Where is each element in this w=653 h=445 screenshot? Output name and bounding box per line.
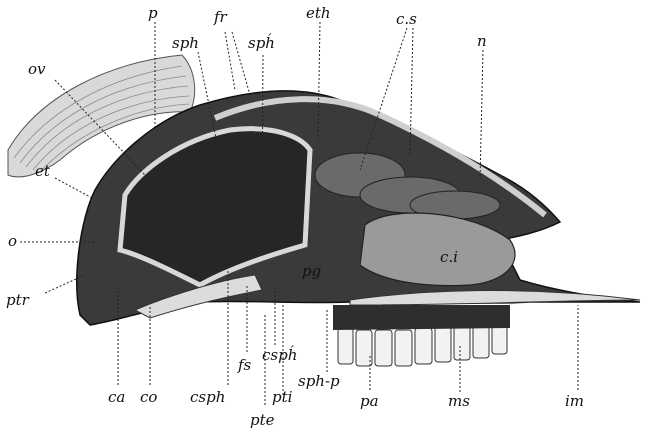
skull-body bbox=[77, 91, 640, 366]
label-eth: eth bbox=[306, 4, 331, 22]
label-csph-prime: csph́ bbox=[262, 346, 297, 364]
label-pte: pte bbox=[250, 411, 275, 429]
label-ms: ms bbox=[448, 392, 470, 410]
label-ci: c.i bbox=[440, 248, 458, 266]
label-cs: c.s bbox=[396, 10, 417, 28]
label-sph-p: sph-p bbox=[298, 372, 340, 390]
label-im: im bbox=[565, 392, 584, 410]
label-csph: csph bbox=[190, 388, 225, 406]
label-ptr: ptr bbox=[6, 291, 30, 309]
label-fr: fr bbox=[213, 8, 228, 26]
label-pg: pg bbox=[302, 262, 321, 280]
label-co: co bbox=[140, 388, 157, 406]
label-sph-prime: sph́ bbox=[248, 34, 275, 52]
label-pti: pti bbox=[272, 388, 293, 406]
label-fs: fs bbox=[237, 356, 252, 374]
label-o: o bbox=[8, 232, 17, 250]
label-n: n bbox=[477, 32, 487, 50]
label-ca: ca bbox=[108, 388, 125, 406]
label-p: p bbox=[148, 4, 158, 22]
label-sph: sph bbox=[172, 34, 199, 52]
label-et: et bbox=[35, 162, 51, 180]
label-ov: ov bbox=[28, 60, 46, 78]
label-pa: pa bbox=[360, 392, 379, 410]
